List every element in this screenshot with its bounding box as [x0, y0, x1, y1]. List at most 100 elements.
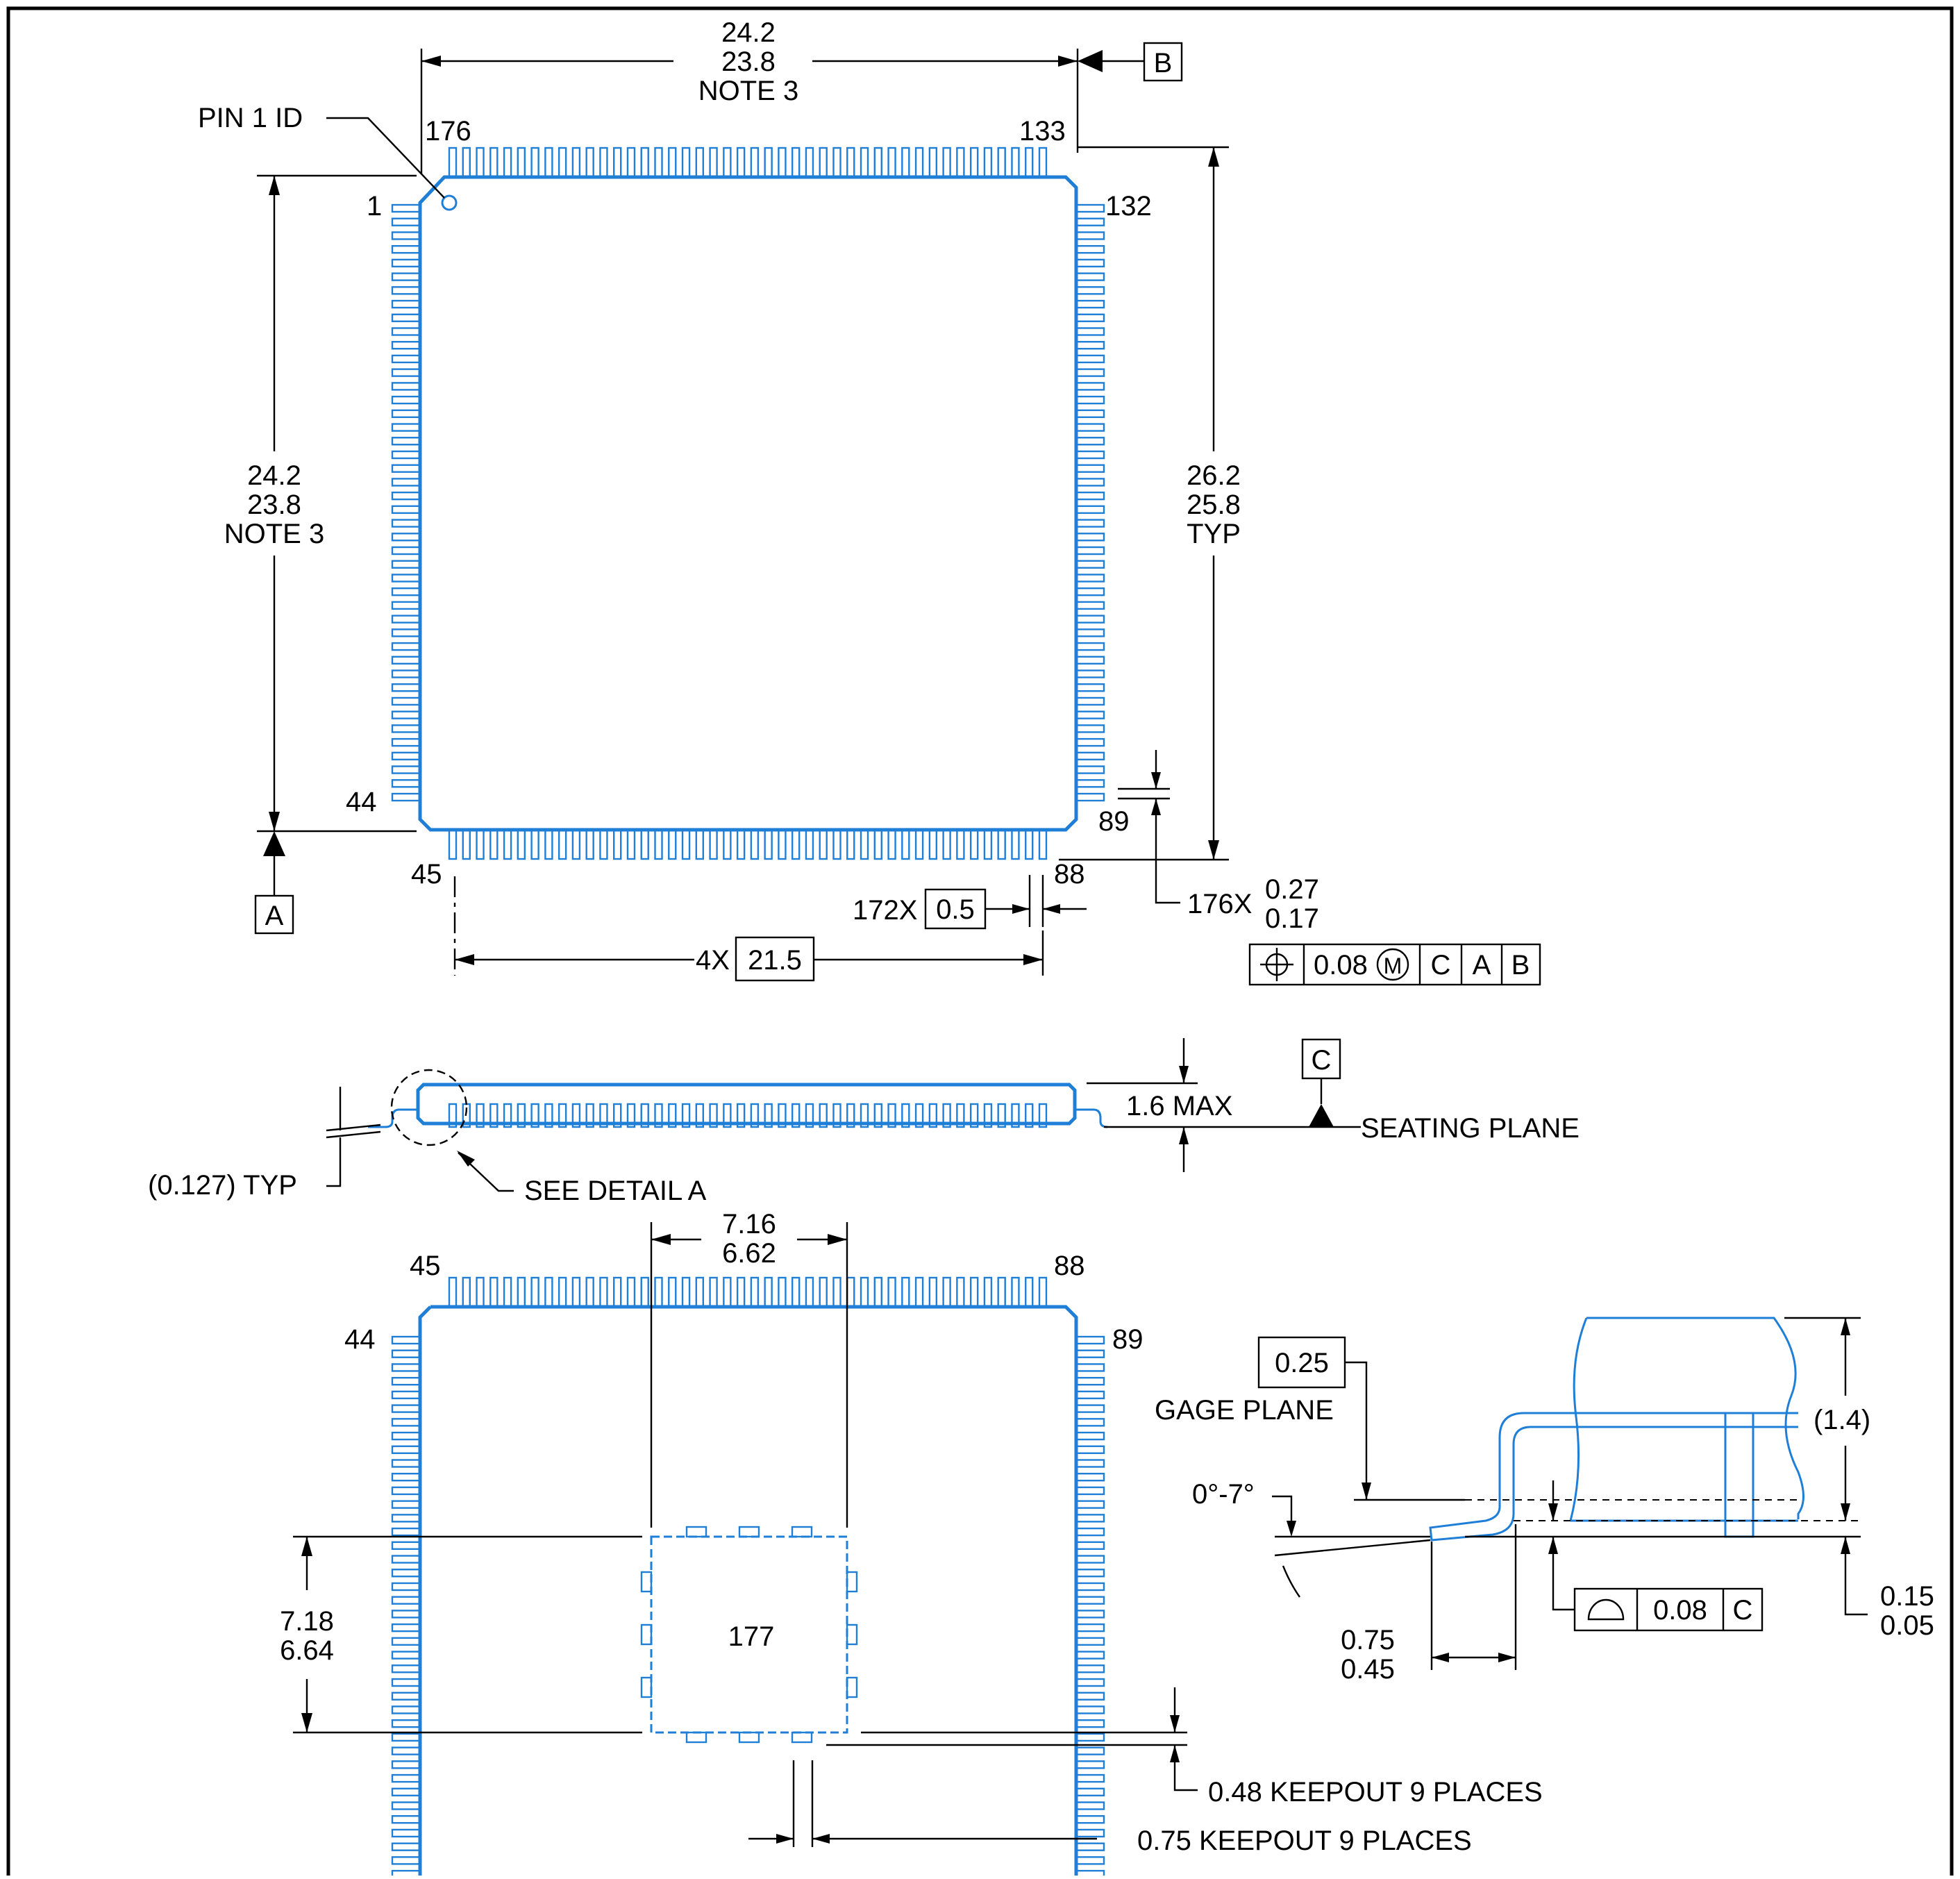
lead — [819, 1276, 828, 1308]
lead — [448, 1103, 458, 1128]
lead — [391, 1335, 421, 1345]
lead — [681, 147, 691, 178]
top-height-note: NOTE 3 — [224, 519, 324, 549]
lead — [391, 1363, 421, 1372]
arrow — [1043, 904, 1060, 914]
lead — [391, 258, 421, 268]
datum-triangle — [1078, 50, 1103, 72]
lead — [1075, 286, 1105, 295]
pad-tab — [846, 1623, 858, 1646]
arrow — [1151, 772, 1161, 789]
pad-tab — [846, 1571, 858, 1593]
lead — [391, 231, 421, 240]
lead — [1075, 615, 1105, 624]
arrow — [269, 812, 280, 831]
top-width-note: NOTE 3 — [698, 76, 798, 106]
pitch-value: 0.5 — [936, 894, 975, 925]
lead — [1075, 1705, 1105, 1714]
lead — [530, 828, 539, 860]
pitch-count: 172X — [853, 895, 917, 926]
foot-length-max: 0.75 — [1341, 1625, 1395, 1655]
lead — [391, 1459, 421, 1468]
lead — [846, 1276, 855, 1308]
lead — [1075, 272, 1105, 281]
lead — [942, 1276, 951, 1308]
lead — [391, 1705, 421, 1714]
lead — [997, 1103, 1006, 1128]
lead — [391, 1486, 421, 1496]
lead — [1075, 1801, 1105, 1810]
lead — [1075, 217, 1105, 226]
lead — [695, 1103, 705, 1128]
lead — [530, 1103, 539, 1128]
pin-132-label: 132 — [1105, 191, 1152, 222]
lead — [1075, 546, 1105, 556]
arrow — [1151, 799, 1161, 815]
lead — [599, 147, 608, 178]
lead — [391, 313, 421, 322]
max-height-label: 1.6 MAX — [1126, 1091, 1232, 1121]
lead — [914, 147, 924, 178]
lead — [832, 828, 841, 860]
lead — [1075, 1431, 1105, 1441]
lead — [391, 1732, 421, 1742]
lead — [558, 1276, 567, 1308]
lead — [1075, 258, 1105, 268]
lead — [476, 828, 485, 860]
lead — [391, 395, 421, 405]
pin-1-label: 1 — [367, 191, 382, 222]
lead — [558, 147, 567, 178]
lead — [391, 601, 421, 610]
lead — [391, 464, 421, 473]
lead — [391, 1349, 421, 1358]
lead — [391, 491, 421, 501]
lead — [391, 450, 421, 460]
lead — [956, 1276, 965, 1308]
lead — [791, 1276, 801, 1308]
position-icon — [1260, 948, 1293, 981]
arrow — [421, 56, 441, 67]
lead — [1075, 1760, 1105, 1769]
pad-tab — [685, 1731, 707, 1744]
lead — [585, 147, 594, 178]
lead — [1075, 1787, 1105, 1796]
lead — [391, 1404, 421, 1413]
see-detail-label: SEE DETAIL A — [524, 1176, 707, 1206]
lead — [391, 765, 421, 774]
lead — [1075, 560, 1105, 569]
lead — [530, 147, 539, 178]
lead — [1075, 409, 1105, 419]
lead — [613, 147, 622, 178]
lead — [448, 828, 458, 860]
lead — [997, 1276, 1006, 1308]
lead — [1075, 601, 1105, 610]
pad-tab — [738, 1731, 760, 1744]
lead — [391, 669, 421, 678]
lead — [928, 828, 938, 860]
lead — [391, 1678, 421, 1687]
lead — [983, 1103, 993, 1128]
lead — [805, 147, 814, 178]
detail-circle — [390, 1069, 468, 1146]
lead — [969, 147, 979, 178]
lead — [846, 1103, 855, 1128]
lead — [489, 147, 499, 178]
lead — [1075, 1828, 1105, 1838]
lead — [391, 1801, 421, 1810]
lead — [791, 828, 801, 860]
lead — [391, 615, 421, 624]
pin1-id-label: PIN 1 ID — [198, 103, 303, 133]
lead — [517, 828, 526, 860]
lead — [1075, 1363, 1105, 1372]
lead — [791, 1103, 801, 1128]
lead — [476, 147, 485, 178]
leader — [1155, 799, 1180, 904]
lead — [391, 1555, 421, 1564]
top-height-max: 24.2 — [247, 460, 301, 491]
lead — [1038, 147, 1048, 178]
lead — [709, 1103, 718, 1128]
lead — [391, 286, 421, 295]
lead — [391, 203, 421, 213]
top-width-max: 24.2 — [721, 17, 776, 48]
lead — [544, 1103, 553, 1128]
